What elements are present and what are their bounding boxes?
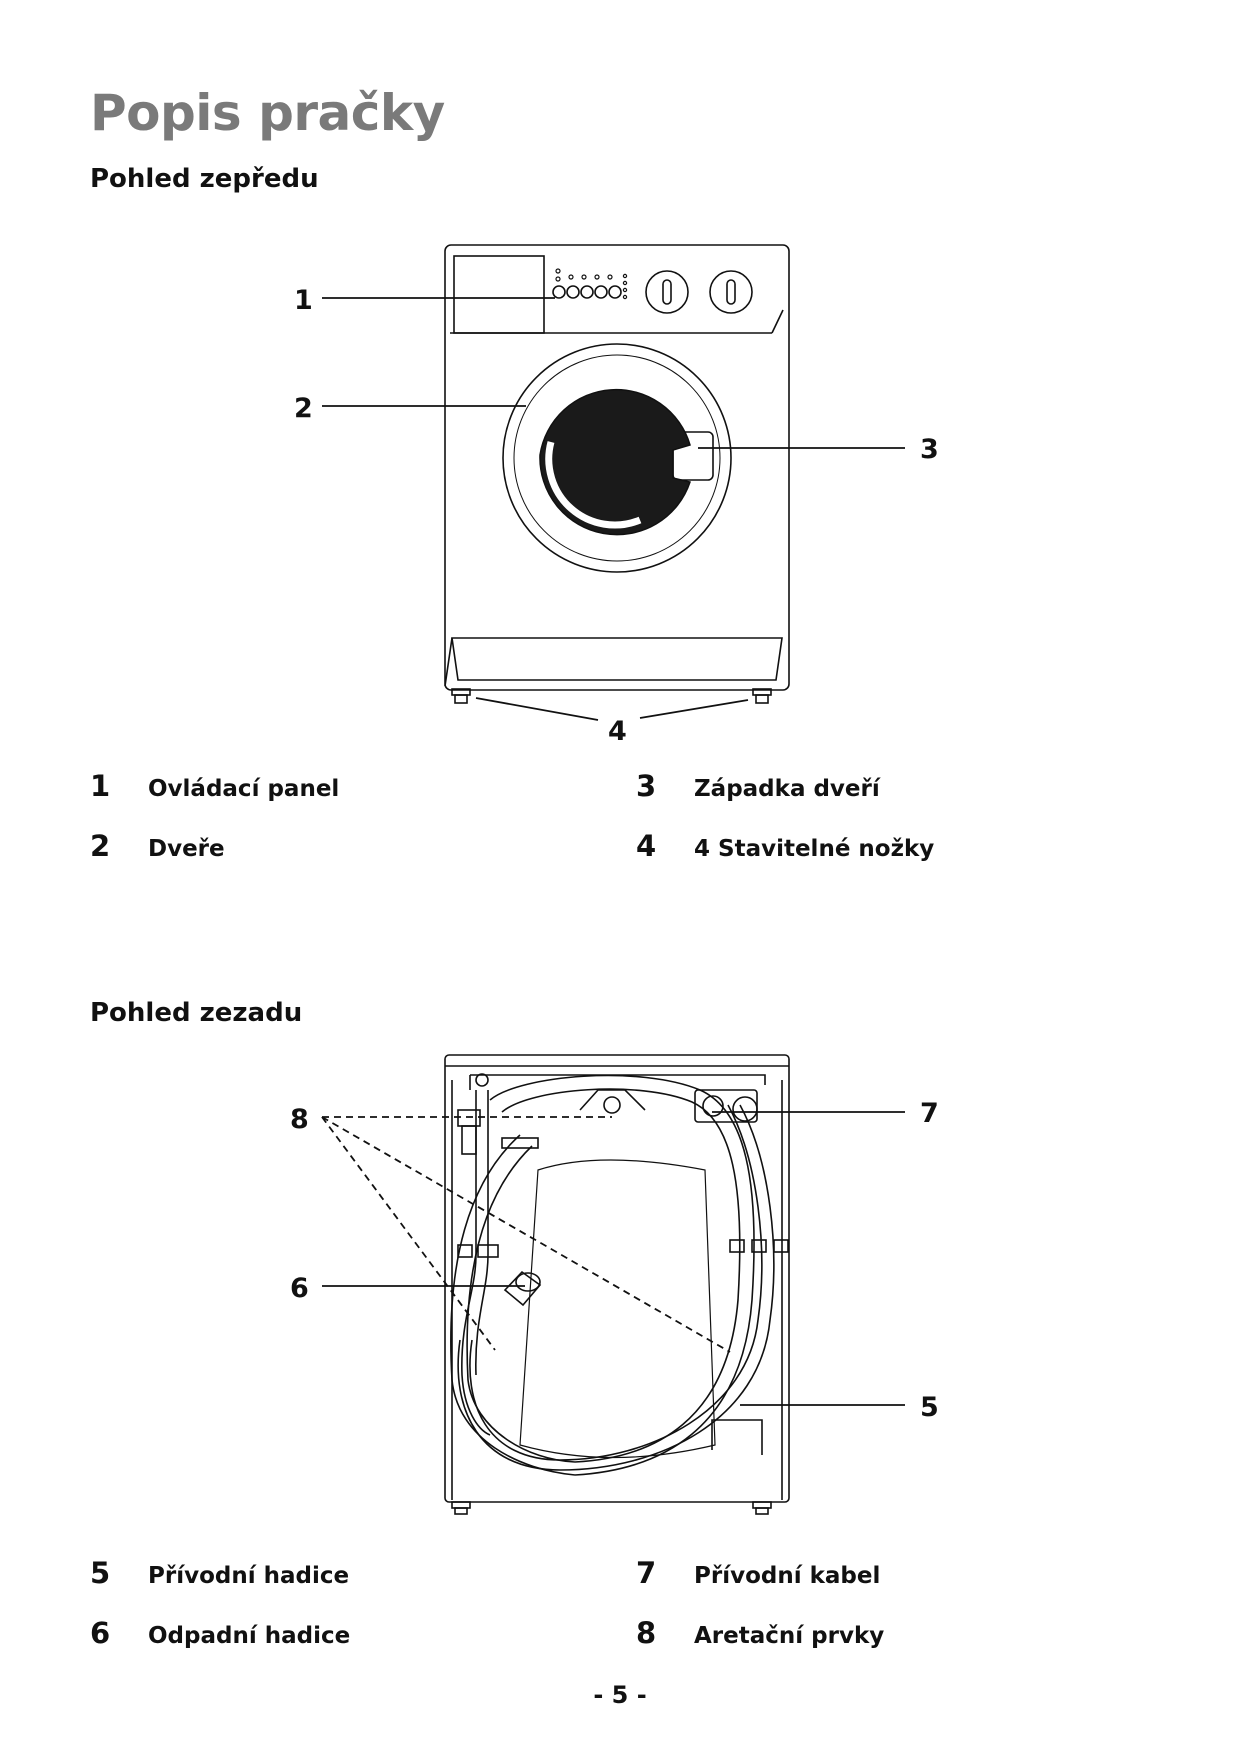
callout-3: 3 <box>920 434 939 465</box>
page-title: Popis pračky <box>90 84 445 142</box>
washing-machine-rear-illustration <box>444 1054 790 1515</box>
hose-clips <box>457 1239 789 1258</box>
legend-item-3: 3 Západka dveří <box>636 769 880 803</box>
adjustable-feet <box>451 688 772 704</box>
legend-item-1: 1 Ovládací panel <box>90 769 340 803</box>
door-glass <box>539 388 691 536</box>
rear-view-diagram: 8 6 7 5 <box>290 1054 939 1515</box>
legend-item-7: 7 Přívodní kabel <box>636 1556 881 1590</box>
panel-buttons <box>552 285 622 299</box>
door-outer-ring <box>502 343 732 573</box>
page-number: - 5 - <box>593 1681 647 1709</box>
callout-5: 5 <box>920 1392 939 1423</box>
callout-6: 6 <box>290 1273 309 1304</box>
legend-item-2: 2 Dveře <box>90 829 225 863</box>
callout-2: 2 <box>294 393 313 424</box>
front-view-diagram: 1 2 3 4 <box>294 244 939 747</box>
legend-item-8: 8 Aretační prvky <box>636 1616 885 1650</box>
legend-item-4: 4 4 Stavitelné nožky <box>636 829 935 863</box>
callout-4: 4 <box>608 716 627 747</box>
callout-7: 7 <box>920 1098 939 1129</box>
panel-knobs <box>645 270 753 314</box>
callout-1: 1 <box>294 285 313 316</box>
legend-item-6: 6 Odpadní hadice <box>90 1616 351 1650</box>
rear-view-heading: Pohled zezadu <box>90 998 303 1028</box>
legend-item-5: 5 Přívodní hadice <box>90 1556 350 1590</box>
callout-8: 8 <box>290 1104 309 1135</box>
front-view-heading: Pohled zepředu <box>90 164 319 194</box>
